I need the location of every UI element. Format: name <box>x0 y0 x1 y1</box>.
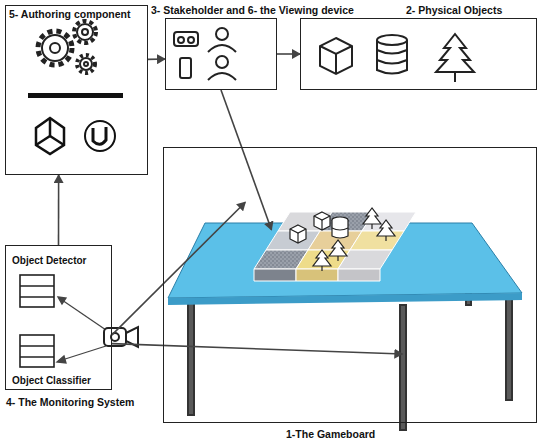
cube-icon <box>320 38 352 74</box>
tile-side <box>296 269 338 281</box>
person-icon <box>208 56 236 80</box>
box-heading: 2- Physical Objects <box>406 4 502 16</box>
box-heading: 1-The Gameboard <box>286 428 375 440</box>
stakeholder-box: 3- Stakeholder and 6- the Viewing device <box>165 18 277 90</box>
authoring-box: 5- Authoring component <box>5 5 148 175</box>
box-heading: 3- Stakeholder and 6- the Viewing device <box>151 4 354 16</box>
camera-arrows <box>57 297 106 363</box>
unreal-logo <box>85 121 115 151</box>
database-icon <box>377 35 407 74</box>
tile <box>338 250 392 269</box>
tile <box>350 231 404 250</box>
flow-arrow <box>221 90 271 230</box>
component-label: Object Classifier <box>12 375 91 387</box>
tile-side <box>254 269 296 281</box>
table <box>168 223 522 430</box>
game-tiles <box>254 212 416 281</box>
box-heading: 5- Authoring component <box>9 8 131 20</box>
separator-bar <box>28 93 123 98</box>
person-icon <box>208 28 236 52</box>
flow-arrow <box>277 53 300 55</box>
detector-icon <box>20 275 54 307</box>
tree-icon <box>436 34 474 82</box>
gears-icon <box>38 21 96 73</box>
unity-logo <box>36 118 64 154</box>
box-heading: 4- The Monitoring System <box>6 396 134 408</box>
tile-objects <box>290 208 395 271</box>
vr-headset-icon <box>174 32 198 46</box>
flow-arrow <box>58 175 60 245</box>
flow-arrow <box>112 202 245 335</box>
phone-icon <box>180 58 191 78</box>
tile-side <box>338 269 380 281</box>
classifier-icon <box>20 335 54 367</box>
objects-box: 2- Physical Objects <box>300 18 537 90</box>
monitoring-box: Object DetectorObject Classifier4- The M… <box>5 245 112 390</box>
flow-arrow <box>112 344 402 354</box>
gameboard-box: 1-The Gameboard <box>163 147 537 423</box>
flow-arrow <box>148 58 165 60</box>
component-label: Object Detector <box>12 255 86 267</box>
